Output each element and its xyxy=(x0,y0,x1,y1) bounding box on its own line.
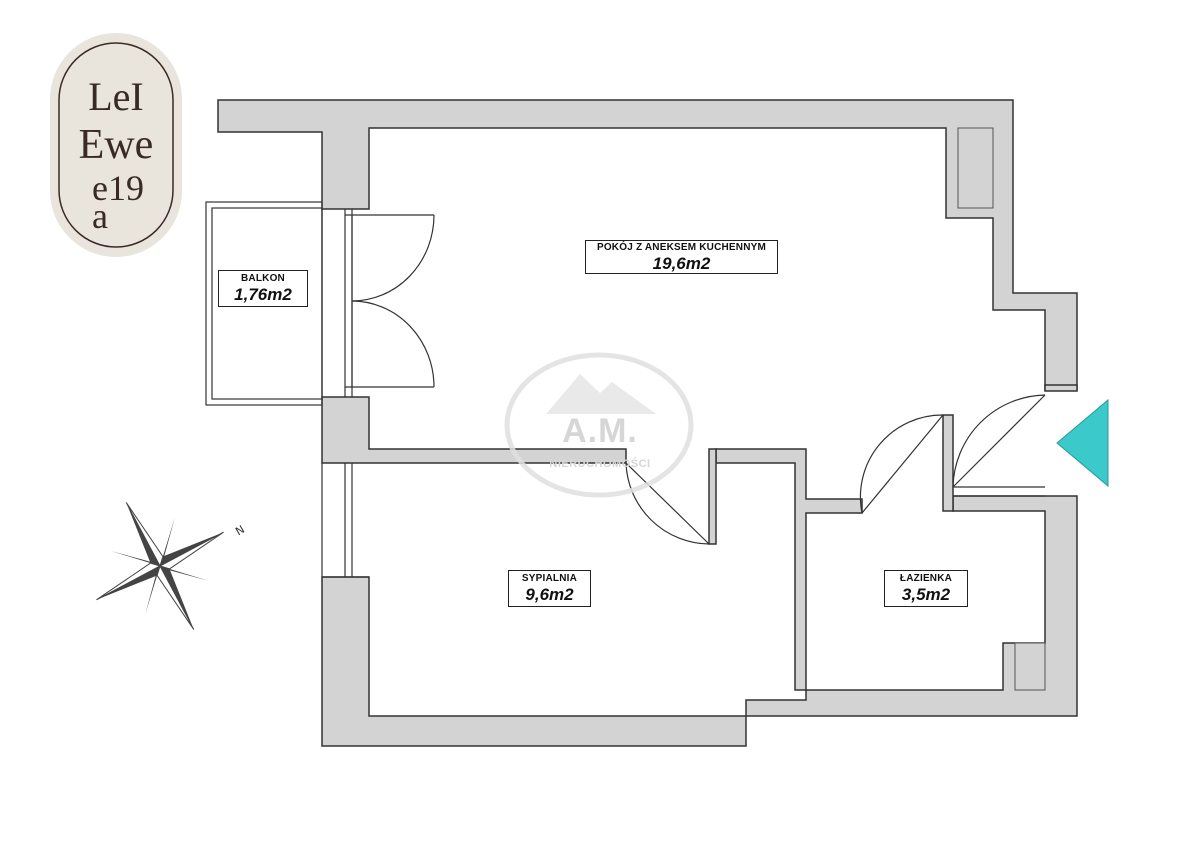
room-label-bedroom: SYPIALNIA 9,6m2 xyxy=(508,570,591,607)
door-bedroom xyxy=(625,462,710,545)
duct-bathroom xyxy=(1014,642,1046,691)
balcony-doors xyxy=(321,209,435,397)
room-name: SYPIALNIA xyxy=(521,573,578,584)
duct-kitchen xyxy=(957,127,994,209)
logo-letters-row2: Ewe xyxy=(79,122,154,168)
compass-rose xyxy=(96,502,224,630)
room-area: 19,6m2 xyxy=(652,254,711,273)
wall-jamb-entry xyxy=(1044,384,1078,392)
logo-inner-outline xyxy=(58,42,174,248)
room-name: ŁAZIENKA xyxy=(899,573,953,584)
watermark-subtitle: NIERUCHOMOŚCI xyxy=(549,458,651,470)
room-area: 3,5m2 xyxy=(901,585,951,604)
logo-letters-row1: LeI xyxy=(88,74,144,119)
doors xyxy=(625,394,1046,545)
wall-left-middle xyxy=(321,396,627,464)
watermark-logo xyxy=(504,352,694,498)
bedroom-window xyxy=(321,463,369,578)
wall-interior-vertical xyxy=(715,448,863,691)
logo-letters-row4: a xyxy=(92,196,108,236)
entrance-marker xyxy=(1056,398,1109,488)
room-name: POKÓJ Z ANEKSEM KUCHENNYM xyxy=(596,242,767,253)
room-label-living-kitchen: POKÓJ Z ANEKSEM KUCHENNYM 19,6m2 xyxy=(585,240,778,274)
room-name: BALKON xyxy=(241,273,285,284)
door-bathroom xyxy=(859,414,944,514)
wall-jamb-bath xyxy=(942,414,954,512)
room-area: 1,76m2 xyxy=(234,285,292,304)
logo-badge xyxy=(50,33,182,257)
wall-bottom xyxy=(321,495,1078,747)
door-entrance xyxy=(952,394,1046,488)
wall-jamb-bedroom xyxy=(708,448,717,545)
room-area: 9,6m2 xyxy=(525,585,574,604)
room-label-balcony: BALKON 1,76m2 xyxy=(218,270,308,307)
room-label-bathroom: ŁAZIENKA 3,5m2 xyxy=(884,570,968,607)
logo-letters-row3: e19 xyxy=(92,168,144,208)
logo: LeI Ewe e19 a xyxy=(50,33,182,257)
watermark-brand: A.M. xyxy=(562,412,638,450)
